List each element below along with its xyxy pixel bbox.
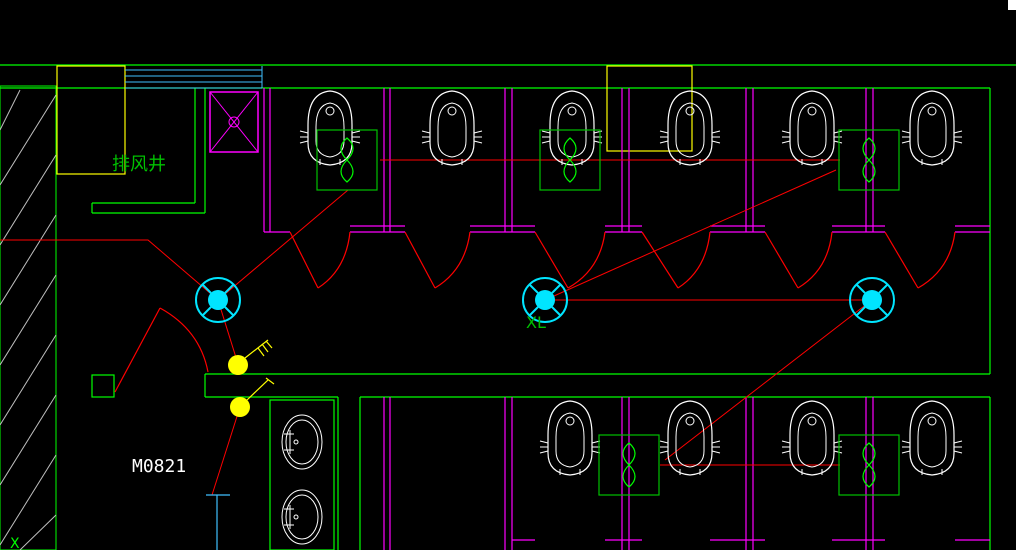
riser-line: [206, 494, 230, 550]
wall-switches: [228, 339, 275, 417]
squat-toilet-icon: [659, 90, 721, 166]
exhaust-shaft-label: 排风井: [112, 154, 166, 175]
squat-toilet-icon: [781, 90, 843, 166]
exhaust-shaft: 排风井: [56, 65, 693, 175]
squat-toilet-icon: [541, 90, 603, 166]
door-tag: M0821: [132, 456, 186, 477]
wall-switch-icon: [230, 377, 275, 417]
floor-drain-icon: [838, 129, 900, 191]
squat-toilet-icon: [539, 400, 601, 476]
squat-toilet-icon: [901, 400, 963, 476]
squat-toilet-icon: [421, 90, 483, 166]
floor-drain-icon: [838, 434, 900, 496]
washbasin-icon: [281, 414, 323, 470]
wall-switch-icon: [228, 339, 273, 375]
washbasin-icon: [281, 489, 323, 545]
floor-drain-icon: [316, 129, 378, 191]
ceiling-lamps: XL: [195, 277, 895, 332]
door-swings: [114, 231, 956, 393]
floor-drains: [316, 129, 900, 496]
squat-toilet-icon: [659, 400, 721, 476]
squat-toilet-icon: [901, 90, 963, 166]
ceiling-lamp-icon: [195, 277, 241, 323]
lamp-label: XL: [526, 313, 546, 332]
wall-hatch: [0, 85, 57, 550]
exhaust-fan-icon: [209, 91, 259, 153]
viewport-corner: [1008, 0, 1016, 10]
stall-partitions-bottom: [383, 397, 990, 550]
washbasins: [281, 414, 323, 545]
axis-marker: X: [10, 536, 20, 550]
circuit-wiring: [0, 159, 873, 496]
toilets-top: [299, 90, 963, 166]
squat-toilet-icon: [781, 400, 843, 476]
